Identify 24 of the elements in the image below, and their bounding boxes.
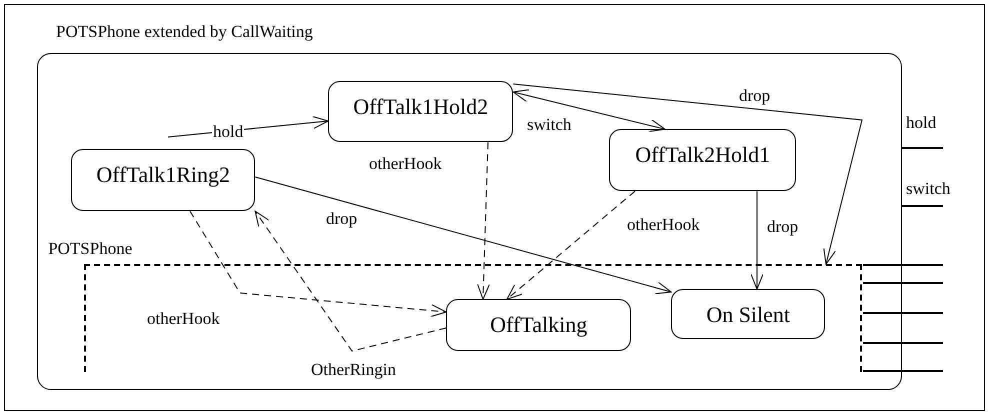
transition-arrow bbox=[190, 210, 447, 318]
state-name: OffTalk1Hold2 bbox=[353, 94, 488, 120]
state-name: On Silent bbox=[706, 302, 790, 328]
state-name: OffTalking bbox=[490, 312, 588, 338]
transition-arrow bbox=[512, 84, 863, 265]
state-box bbox=[609, 129, 796, 192]
transition-arrow bbox=[476, 142, 490, 300]
state-box bbox=[71, 149, 256, 212]
edge-label: drop bbox=[766, 218, 800, 237]
edge-label: drop bbox=[738, 87, 772, 106]
state-name: OffTalk2Hold1 bbox=[635, 142, 770, 168]
state-box bbox=[671, 289, 826, 340]
edge-label: drop bbox=[325, 210, 358, 229]
state-name: OffTalk1Ring2 bbox=[96, 162, 230, 188]
state-label: POTSPhone bbox=[48, 239, 132, 260]
transition-arrow bbox=[506, 190, 636, 300]
transition-arrow bbox=[254, 210, 447, 352]
edge-label: OtherRingin bbox=[310, 361, 397, 380]
state-box bbox=[446, 299, 632, 352]
transition-arrow bbox=[254, 176, 672, 294]
transition-arrow bbox=[512, 89, 666, 132]
state-box bbox=[328, 81, 514, 142]
state-label: POTSPhone extended by CallWaiting bbox=[56, 22, 313, 42]
transition-arrow bbox=[750, 190, 764, 290]
